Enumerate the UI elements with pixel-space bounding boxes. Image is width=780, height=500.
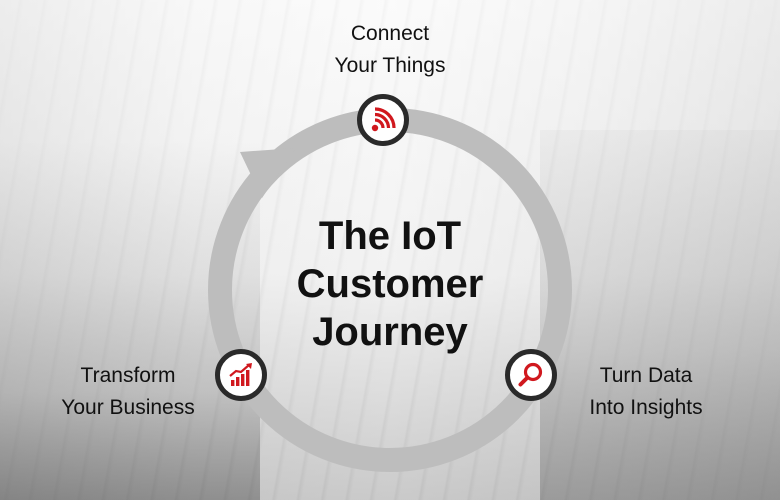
diagram-title: The IoT Customer Journey: [270, 212, 510, 356]
wifi-signal-icon: [371, 107, 396, 132]
step-transform-line-2: Your Business: [61, 396, 195, 419]
step-connect-node: [357, 94, 409, 146]
background-shade-right: [540, 130, 780, 500]
step-insights-label: Turn Data Into Insights: [568, 360, 724, 424]
step-transform-label: Transform Your Business: [48, 360, 208, 424]
step-insights-line-1: Turn Data: [599, 364, 693, 387]
step-insights-line-2: Into Insights: [589, 396, 703, 419]
title-line-2: Customer: [296, 262, 484, 306]
step-transform-node: [215, 349, 267, 401]
magnifier-icon: [518, 362, 543, 387]
step-connect-label: Connect Your Things: [310, 18, 470, 82]
step-insights-node: [505, 349, 557, 401]
title-line-1: The IoT: [318, 214, 462, 258]
step-connect-line-2: Your Things: [334, 54, 446, 77]
arrowhead: [240, 148, 296, 198]
step-connect-line-1: Connect: [350, 22, 430, 45]
growth-chart-icon: [229, 363, 252, 386]
title-line-3: Journey: [312, 310, 468, 354]
step-transform-line-1: Transform: [80, 364, 176, 387]
